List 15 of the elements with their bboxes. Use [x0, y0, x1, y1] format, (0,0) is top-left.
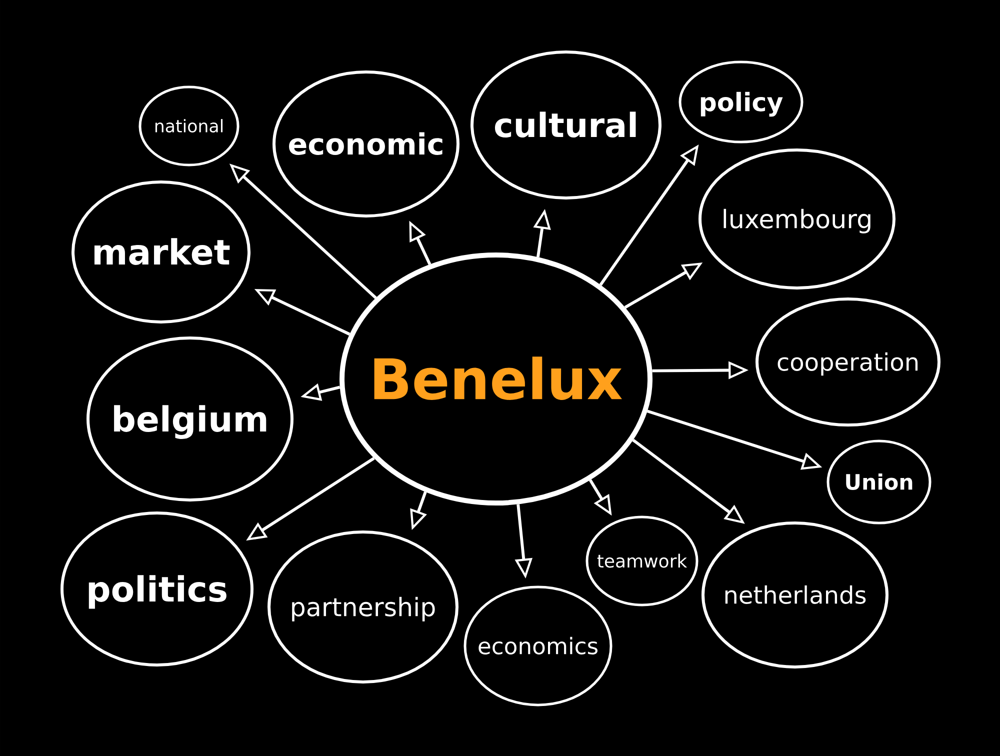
central-topic-bubble: Benelux — [340, 252, 652, 506]
idea-bubble: luxembourg — [698, 148, 896, 290]
idea-bubble: teamwork — [586, 516, 698, 606]
idea-bubble: partnership — [268, 530, 458, 684]
idea-bubble: policy — [678, 60, 804, 144]
idea-bubble: cultural — [470, 50, 662, 200]
idea-bubble: Union — [826, 440, 932, 524]
idea-bubble: politics — [60, 512, 254, 666]
idea-bubble: netherlands — [702, 522, 888, 668]
idea-bubble: market — [72, 180, 250, 324]
idea-bubble: economic — [272, 70, 460, 218]
idea-bubble: belgium — [86, 336, 294, 502]
idea-bubble: cooperation — [756, 298, 940, 426]
idea-bubble: economics — [464, 586, 612, 706]
idea-bubble: national — [138, 86, 240, 166]
